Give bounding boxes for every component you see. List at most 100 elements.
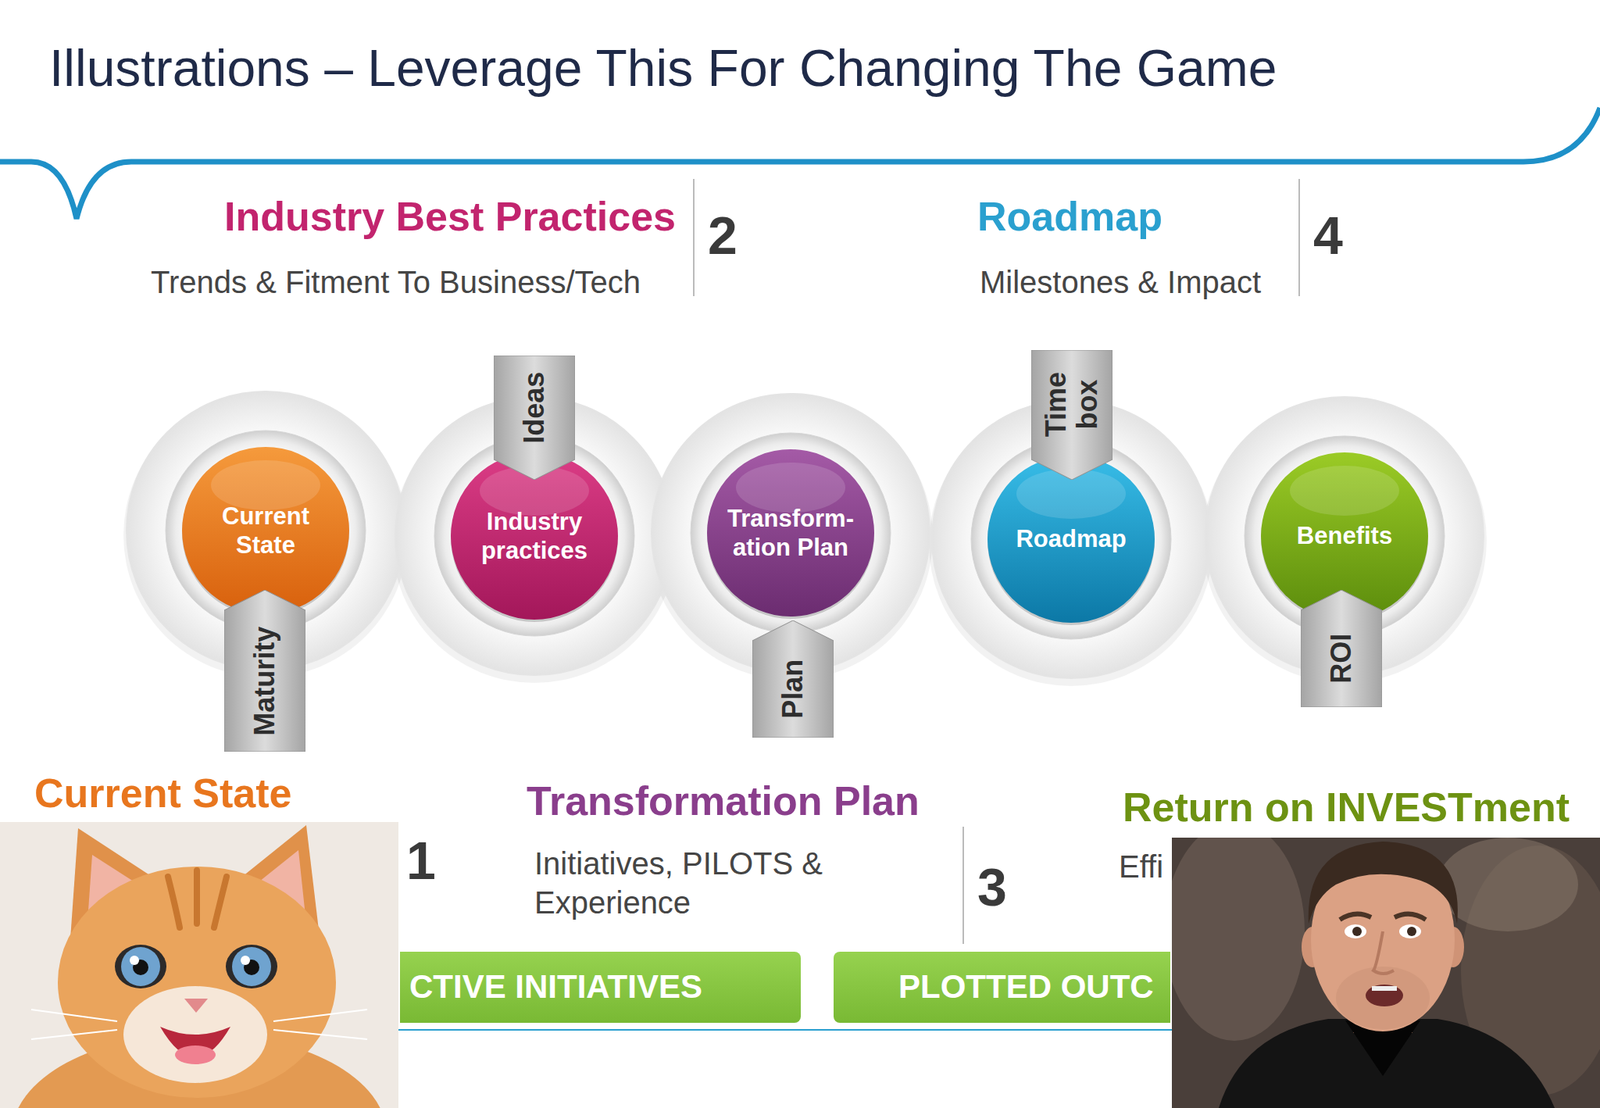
banner-label: CTIVE INITIATIVES <box>409 968 703 1005</box>
arrow-tab: Maturity <box>224 589 306 752</box>
gloss <box>1289 465 1400 516</box>
circle-shape <box>689 431 893 635</box>
fur-stripe <box>214 876 227 928</box>
label-box: 1 <box>406 829 436 891</box>
fur-stripe <box>193 870 200 924</box>
whisker <box>273 1009 368 1022</box>
hair <box>1308 841 1458 924</box>
whisker <box>273 1029 368 1040</box>
divider-line <box>1298 178 1300 297</box>
green-banner: PLOTTED OUTC <box>833 951 1171 1023</box>
baseline-rule <box>375 1028 1219 1031</box>
tab-body <box>224 589 306 752</box>
arrow-tab: Plan <box>752 620 834 738</box>
tab-body <box>1031 350 1113 480</box>
label-box: Effi <box>1118 848 1164 885</box>
tab-label: Plan <box>777 659 809 719</box>
tab-body <box>1300 589 1383 708</box>
gloss <box>1016 468 1126 519</box>
fur-stripe <box>167 876 180 928</box>
kitten-head <box>57 866 336 1098</box>
section-heading: Roadmap <box>977 193 1163 240</box>
label-box: Milestones & Impact <box>979 264 1261 300</box>
arrow-tab: Ideas <box>493 355 575 480</box>
blurred-crowd <box>1437 837 1579 932</box>
section-heading: Return on INVESTment <box>1122 784 1570 830</box>
step-number: 4 <box>1313 205 1343 265</box>
label-box: Industry Best Practices <box>224 193 676 241</box>
circle-label: Transform- ation Plan <box>720 503 861 562</box>
label-box: Initiatives, PILOTS & Experience <box>534 843 902 922</box>
step-number: 1 <box>406 830 436 890</box>
mouth <box>1365 984 1404 1007</box>
section-subtitle: Milestones & Impact <box>979 264 1261 300</box>
bevel-ring <box>434 435 635 636</box>
eye-highlight <box>129 955 140 965</box>
kitten-eye <box>225 944 278 989</box>
section-subtitle: Initiatives, PILOTS & Experience <box>534 846 823 920</box>
green-banner: CTIVE INITIATIVES <box>400 951 801 1023</box>
tab-label: Time box <box>1040 365 1103 444</box>
eye <box>1399 924 1422 939</box>
kitten-photo <box>0 821 399 1108</box>
bevel-ring <box>690 432 891 633</box>
circle-label: Benefits <box>1274 521 1415 550</box>
color-disc <box>182 446 350 615</box>
kitten-tongue <box>175 1045 216 1065</box>
section-heading: Industry Best Practices <box>224 193 676 240</box>
divider-line <box>692 178 695 297</box>
label-box: 2 <box>707 204 738 266</box>
portrait-photo <box>1171 837 1600 1108</box>
whisker <box>31 1029 118 1040</box>
section-heading: Current State <box>34 770 292 816</box>
kitten-iris <box>121 946 161 986</box>
step-number: 2 <box>707 205 738 265</box>
label-box: Current State <box>34 770 292 818</box>
banner-label: PLOTTED OUTC <box>898 968 1154 1005</box>
tab-label: Ideas <box>518 371 550 443</box>
circle-label: Industry practices <box>464 507 605 565</box>
suit-jacket <box>1218 1018 1555 1108</box>
whisker <box>31 1009 118 1022</box>
nose <box>1373 931 1394 974</box>
eye <box>1344 924 1367 939</box>
eyebrow <box>1394 914 1426 920</box>
tab-body <box>493 355 575 480</box>
bevel-ring <box>971 439 1172 640</box>
section-subtitle: Effi <box>1118 849 1164 884</box>
arrow-tab: Time box <box>1031 350 1113 480</box>
color-disc <box>707 449 875 617</box>
section-subtitle: Trends & Fitment To Business/Tech <box>150 264 641 300</box>
process-circle: Transform- ation Plan <box>689 431 893 635</box>
label-box: 4 <box>1313 204 1343 266</box>
color-disc <box>987 455 1155 623</box>
section-heading: Transformation Plan <box>526 778 920 824</box>
tab-label: Maturity <box>249 625 281 736</box>
color-disc <box>450 452 618 620</box>
label-box: Transformation Plan <box>526 778 920 825</box>
divider-line <box>962 826 965 944</box>
slide-title: Illustrations – Leverage This For Changi… <box>49 39 1277 97</box>
teeth <box>1371 985 1397 991</box>
step-number: 3 <box>977 857 1008 917</box>
kitten-nose <box>184 998 208 1013</box>
tab-label: ROI <box>1325 633 1358 684</box>
eyebrow <box>1339 914 1372 920</box>
circle-label: Roadmap <box>1000 524 1142 554</box>
iris <box>1407 926 1417 936</box>
iris <box>1352 926 1362 936</box>
tab-body <box>752 620 834 738</box>
label-box: 3 <box>977 856 1008 918</box>
kitten-eye <box>114 944 167 989</box>
arrow-tab: ROI <box>1300 589 1383 708</box>
label-box: Trends & Fitment To Business/Tech <box>150 264 641 300</box>
stubble <box>1335 966 1430 1029</box>
kitten-iris <box>232 946 272 986</box>
title-box: Illustrations – Leverage This For Changi… <box>49 39 1277 99</box>
label-box: Roadmap <box>977 193 1163 241</box>
blurred-crowd <box>1171 837 1305 1041</box>
label-box: Return on INVESTment <box>1122 784 1570 832</box>
kitten-muzzle <box>123 985 268 1083</box>
eye-highlight <box>240 955 250 965</box>
